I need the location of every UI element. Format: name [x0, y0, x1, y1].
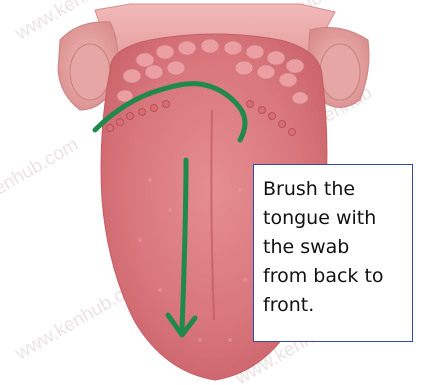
left-tonsil: [70, 44, 110, 100]
right-tonsil: [320, 44, 360, 100]
instruction-text: Brush the tongue with the swab from back…: [263, 175, 402, 320]
svg-text:kenhub.com: kenhub.com: [0, 134, 82, 204]
instruction-callout: Brush the tongue with the swab from back…: [253, 164, 413, 342]
